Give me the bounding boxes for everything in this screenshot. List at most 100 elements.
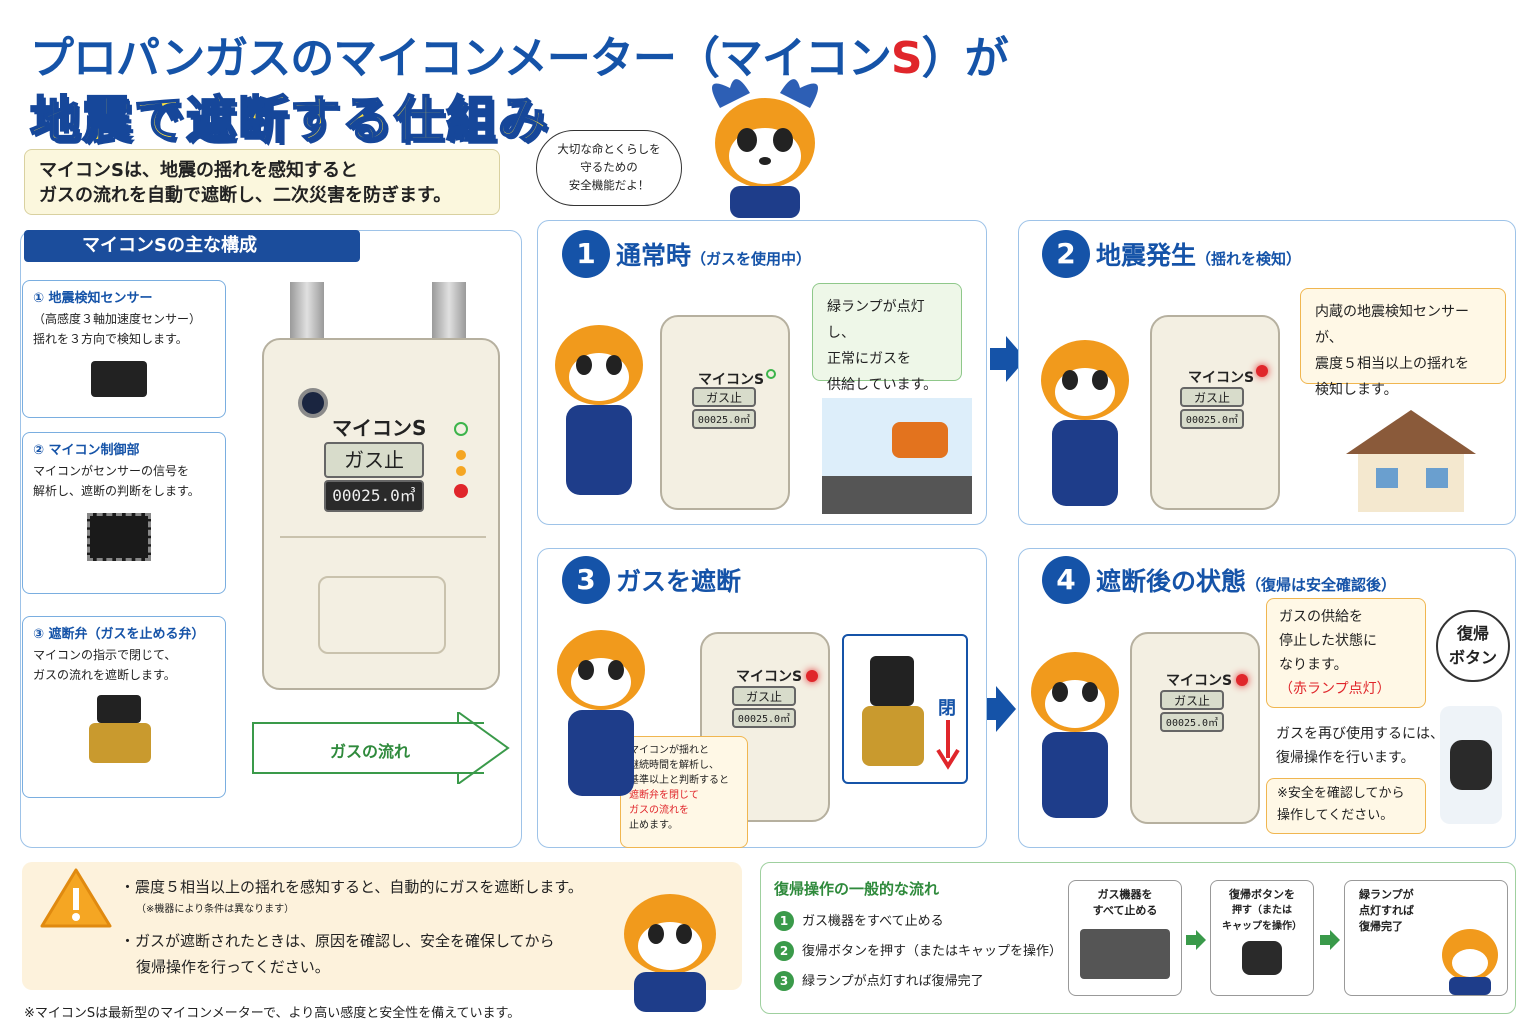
- reset-button-icon: [1242, 941, 1282, 975]
- step-3-note: マイコンが揺れと継続時間を解析し、基準以上と判断すると 遮断弁を閉じてガスの流れ…: [620, 736, 748, 848]
- step-2-number: 2: [1042, 230, 1090, 278]
- orange-lamp: [456, 450, 466, 460]
- valve-closeup: 閉: [842, 634, 968, 784]
- reset-button-cap: [1450, 740, 1492, 790]
- step-2-note: 内蔵の地震検知センサーが、震度５相当以上の揺れを検知します。: [1300, 288, 1506, 398]
- bubble-line-2: 守るための: [580, 160, 638, 174]
- step-4-title: 遮断後の状態（復帰は安全確認後）: [1096, 567, 1397, 596]
- orange-lamp: [456, 466, 466, 476]
- step-3-meter: マイコンS ガス止 00025.0㎥: [700, 632, 830, 822]
- step-3-title: ガスを遮断: [616, 567, 742, 596]
- recovery-card-1: ガス機器をすべて止める: [1068, 880, 1182, 996]
- green-lamp: [454, 422, 468, 436]
- recovery-title: 復帰操作の一般的な流れ: [774, 880, 940, 898]
- red-lamp: [806, 670, 818, 682]
- arrow-right-icon: [1320, 930, 1340, 950]
- intro-box: マイコンSは、地震の揺れを感知すると ガスの流れを自動で遮断し、二次災害を防ぎま…: [24, 149, 500, 215]
- red-lamp: [1236, 674, 1248, 686]
- sensor-chip-icon: [91, 361, 147, 397]
- step-3-number: 3: [562, 556, 610, 604]
- red-lamp: [1256, 365, 1268, 377]
- mascot-icon: [712, 79, 818, 218]
- step-4-meter: マイコンS ガス止 00025.0㎥: [1130, 632, 1260, 824]
- mascot-icon: [1442, 929, 1498, 995]
- component-sensor: ① 地震検知センサー （高感度３軸加速度センサー） 揺れを３方向で検知します。: [22, 280, 226, 418]
- page-title: プロパンガスのマイコンメーター（マイコンS）が: [30, 33, 1009, 84]
- stove-scene: [822, 398, 972, 514]
- step-1-title: 通常時（ガスを使用中）: [616, 241, 812, 270]
- sensor-knob: [298, 388, 328, 418]
- warning-line-1: ・震度５相当以上の揺れを感知すると、自動的にガスを遮断します。: [120, 878, 583, 896]
- meter-panel: [318, 576, 446, 654]
- step-2-title: 地震発生（揺れを検知）: [1096, 241, 1302, 270]
- meter-pipe-left: [290, 282, 324, 342]
- pot-icon: [892, 422, 948, 458]
- meter-reading: 00025.0㎥: [324, 480, 424, 512]
- valve-icon: [33, 685, 215, 765]
- warning-line-1-note: （※機器により条件は異なります）: [136, 904, 295, 915]
- component-valve: ③ 遮断弁（ガスを止める弁） マイコンの指示で閉じて、 ガスの流れを遮断します。: [22, 616, 226, 798]
- component-title: ① 地震検知センサー: [33, 291, 153, 306]
- reset-button[interactable]: [1440, 706, 1502, 824]
- mascot-icon: [555, 325, 643, 495]
- reset-button-label: 復帰ボタン: [1436, 610, 1510, 682]
- title-s: S: [890, 33, 923, 84]
- mascot-icon: [624, 894, 716, 1012]
- component-title: ③ 遮断弁（ガスを止める弁）: [33, 627, 205, 642]
- meter-large: マイコンS ガス止 00025.0㎥: [262, 338, 500, 690]
- mascot-icon: [557, 630, 645, 796]
- gas-flow-label: ガスの流れ: [330, 742, 411, 761]
- warning-line-3: 復帰操作を行ってください。: [136, 958, 330, 976]
- warning-icon: [40, 868, 112, 928]
- meter-pipe-right: [432, 282, 466, 342]
- close-label: 閉: [938, 698, 956, 719]
- meter-brand: マイコンS: [332, 416, 427, 440]
- intro-line-2: ガスの流れを自動で遮断し、二次災害を防ぎます。: [39, 185, 452, 206]
- valve-icon: [870, 656, 914, 706]
- arrow-right-icon: [1186, 930, 1206, 950]
- gas-flow-arrow: [252, 722, 484, 774]
- footnote: ※マイコンSは最新型のマイコンメーターで、より高い感度と安全性を備えています。: [24, 1006, 521, 1021]
- component-desc: マイコンの指示で閉じて、: [33, 648, 177, 662]
- step-1-number: 1: [562, 230, 610, 278]
- components-heading: マイコンSの主な構成: [24, 230, 360, 262]
- house-icon: [1346, 410, 1476, 512]
- step-2-meter: マイコンS ガス止 00025.0㎥: [1150, 315, 1280, 510]
- arrow-right-icon: [990, 336, 1026, 382]
- stove-icon: [822, 476, 972, 514]
- recovery-card-2: 復帰ボタンを押す（またはキャップを操作）: [1210, 880, 1314, 996]
- warning-line-2: ・ガスが遮断されたときは、原因を確認し、安全を確保してから: [120, 932, 555, 950]
- recovery-card-3: 緑ランプが 点灯すれば 復帰完了: [1344, 880, 1508, 996]
- bubble-line-3: 安全機能だよ！: [568, 178, 650, 192]
- arrow-right-icon: [980, 686, 1016, 732]
- component-desc: 解析し、遮断の判断をします。: [33, 484, 200, 498]
- component-desc: マイコンがセンサーの信号を: [33, 464, 190, 478]
- component-desc: （高感度３軸加速度センサー）: [33, 312, 202, 326]
- component-title: ② マイコン制御部: [33, 443, 140, 458]
- meter-status-lcd: ガス止: [324, 442, 424, 478]
- arrow-down-icon: [936, 720, 960, 770]
- component-desc: 揺れを３方向で検知します。: [33, 332, 188, 346]
- bubble-line-1: 大切な命とくらしを: [557, 142, 661, 156]
- step-4-number: 4: [1042, 556, 1090, 604]
- step-4-note: ガスの供給を停止した状態になります。 （赤ランプ点灯）: [1266, 598, 1426, 708]
- mascot-icon: [1041, 340, 1129, 506]
- component-desc: ガスの流れを遮断します。: [33, 668, 176, 682]
- step-4-note2: ガスを再び使用するには、復帰操作を行います。: [1276, 726, 1444, 766]
- warning-box: [22, 862, 742, 990]
- step-1-note: 緑ランプが点灯し、正常にガスを供給しています。: [812, 283, 962, 393]
- arrow-right-icon: [457, 712, 510, 784]
- step-1-meter: マイコンS ガス止 00025.0㎥: [660, 315, 790, 510]
- stove-icon: [1080, 929, 1170, 979]
- step-4-note3: ※安全を確認してから操作してください。: [1266, 778, 1426, 834]
- intro-line-1: マイコンSは、地震の揺れを感知すると: [39, 160, 358, 181]
- speech-bubble: 大切な命とくらしを 守るための 安全機能だよ！: [536, 130, 682, 206]
- component-controller: ② マイコン制御部 マイコンがセンサーの信号を 解析し、遮断の判断をします。: [22, 432, 226, 594]
- red-lamp: [454, 484, 468, 498]
- microchip-icon: [87, 513, 151, 561]
- page-subtitle: 地震で遮断する仕組み: [29, 90, 550, 150]
- mascot-icon: [1031, 652, 1119, 818]
